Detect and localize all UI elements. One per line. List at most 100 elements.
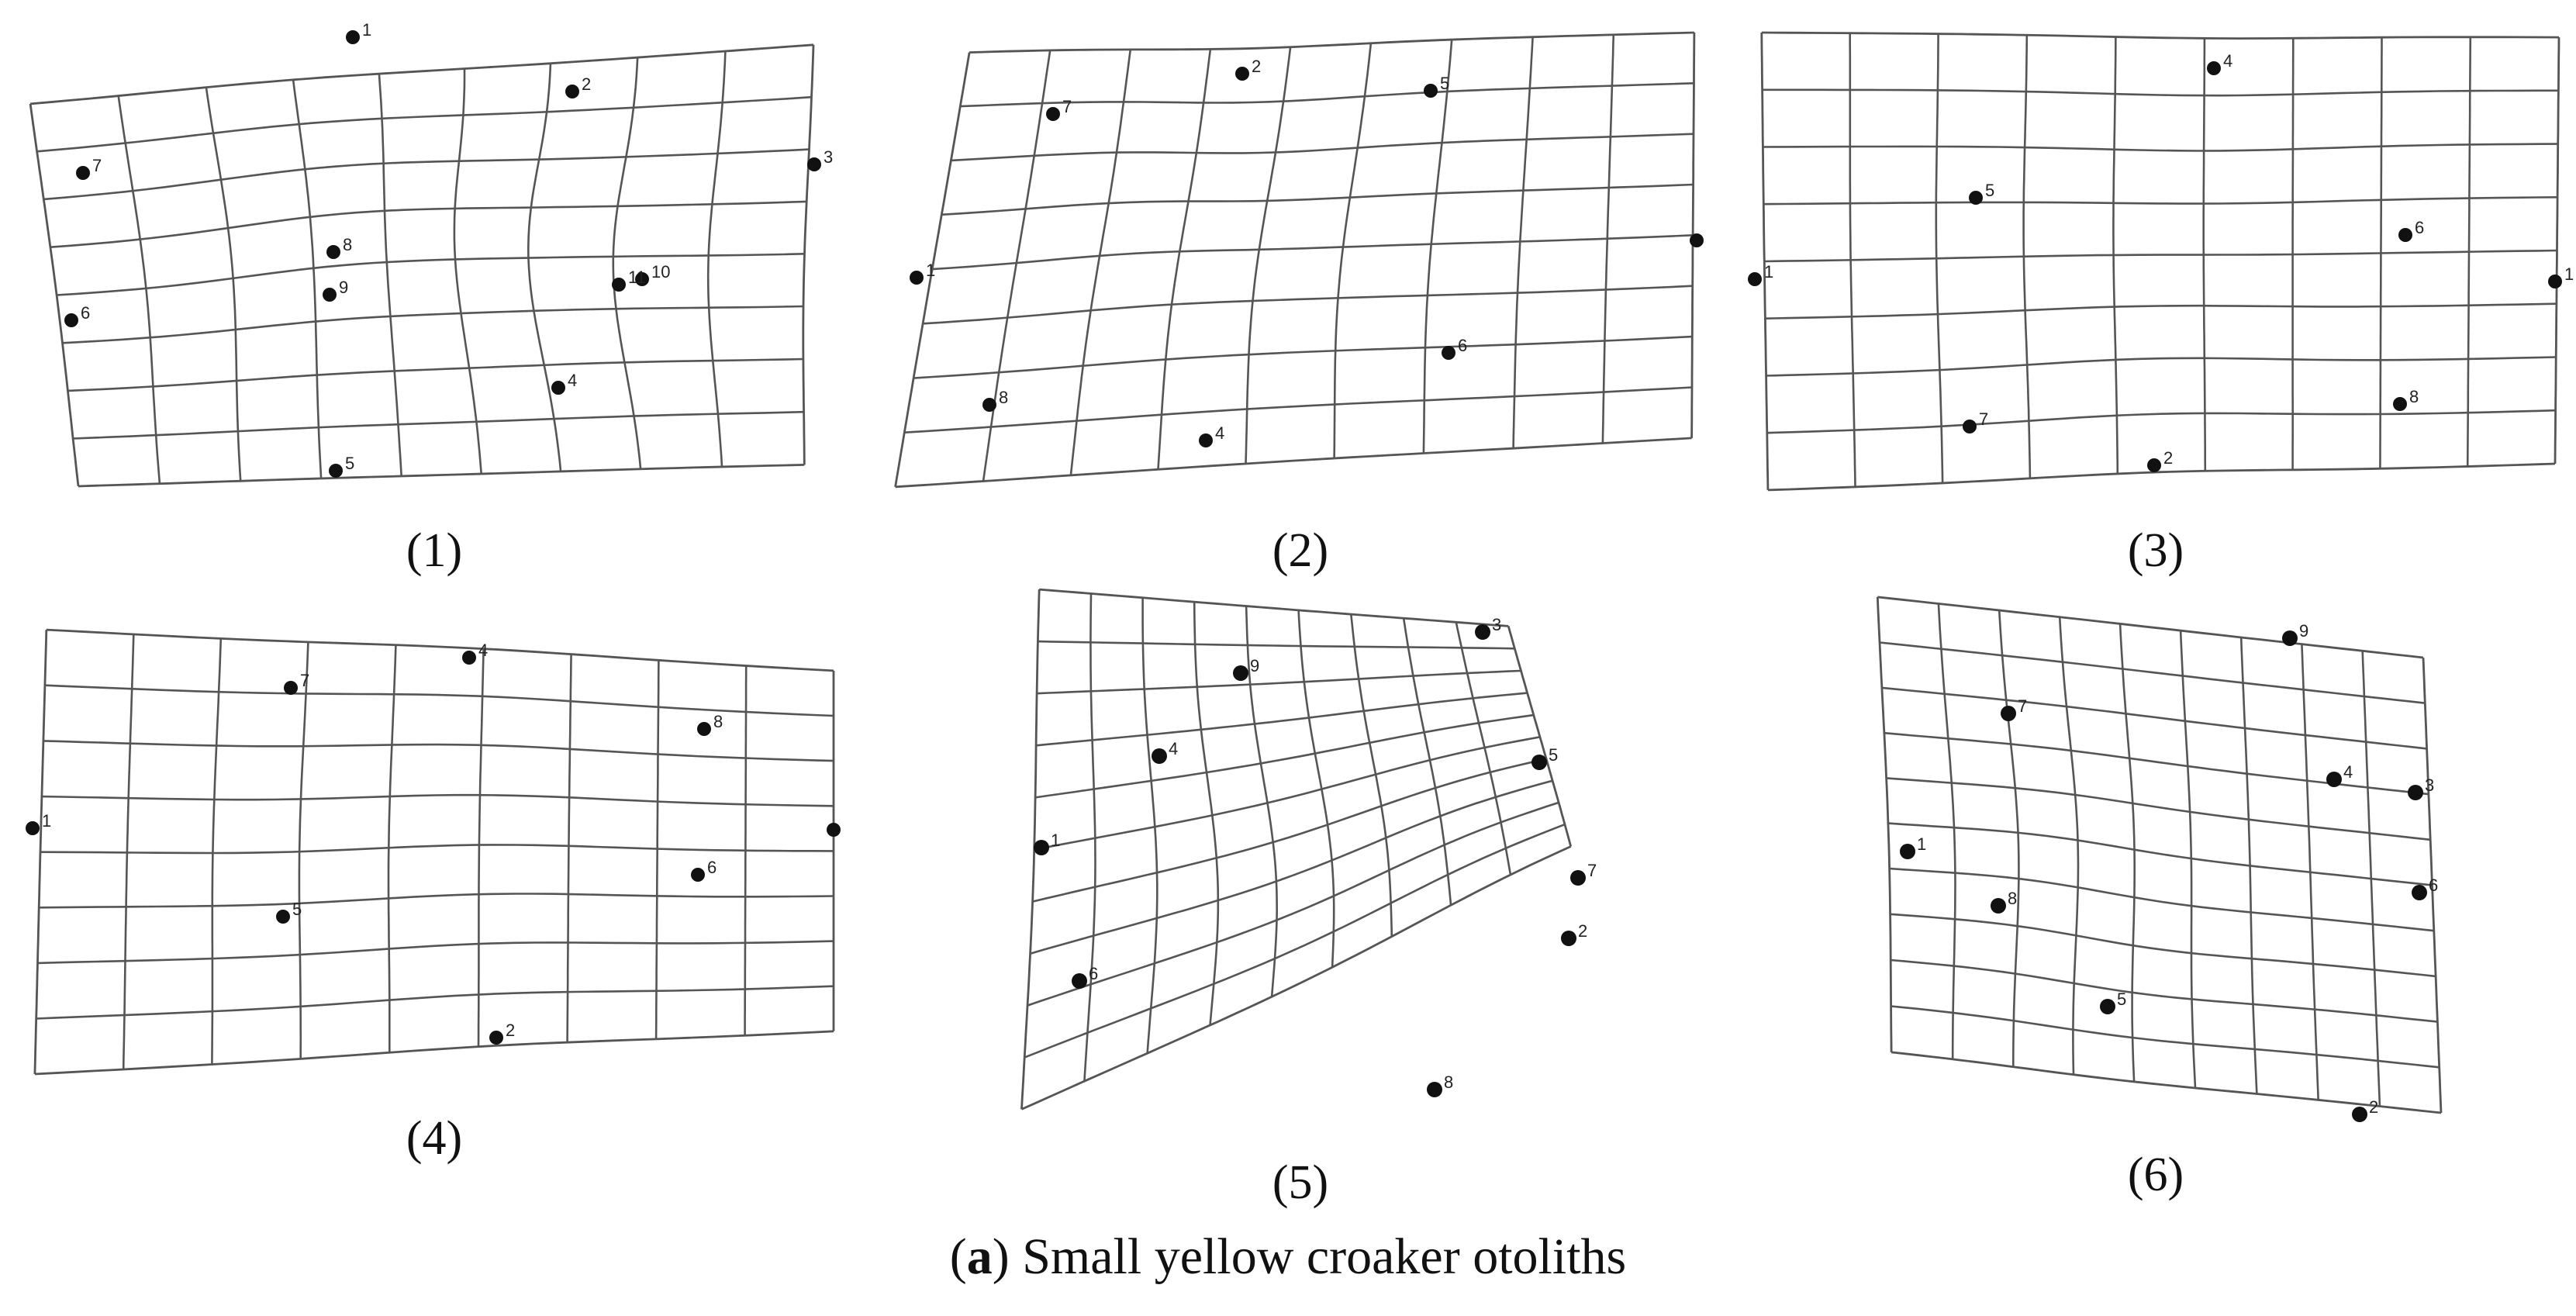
landmark-dot bbox=[2548, 275, 2562, 288]
grid-row-line bbox=[960, 82, 1694, 108]
grid-row-line bbox=[1887, 822, 2433, 886]
landmark-label: 7 bbox=[1979, 409, 1988, 429]
grid-column-line bbox=[1422, 39, 1453, 454]
landmark-dot bbox=[691, 868, 705, 882]
grid-column-line bbox=[29, 103, 80, 487]
landmark-dot bbox=[1561, 931, 1576, 946]
landmark-dot bbox=[2100, 999, 2115, 1014]
caption-suffix: ) Small yellow croaker otoliths bbox=[993, 1228, 1627, 1285]
grid-column-line bbox=[1760, 32, 1770, 490]
landmark-label: 6 bbox=[1089, 964, 1098, 983]
grid-row-line bbox=[1020, 845, 1572, 1110]
figure-caption: (a) Small yellow croaker otoliths bbox=[950, 1228, 1626, 1285]
landmark-label: 4 bbox=[2343, 762, 2353, 782]
landmark-label: 6 bbox=[81, 303, 90, 323]
grid-row-line bbox=[932, 234, 1694, 271]
landmark-dot bbox=[807, 157, 821, 171]
grid-column-line bbox=[1069, 49, 1132, 476]
panel-caption-6: (6) bbox=[2128, 1148, 2184, 1201]
landmark-dot bbox=[1475, 624, 1490, 640]
landmark-label: 6 bbox=[2429, 876, 2438, 895]
landmark-dot bbox=[2408, 785, 2423, 800]
grid-column-line bbox=[2112, 36, 2119, 474]
panel-caption-3: (3) bbox=[2128, 524, 2184, 577]
landmark-dot bbox=[1427, 1082, 1442, 1097]
grid-column-line bbox=[1512, 36, 1534, 449]
landmark-label: 2 bbox=[1578, 921, 1587, 941]
landmark-label: 3 bbox=[824, 147, 833, 167]
grid-row-line bbox=[1763, 143, 2558, 152]
grid-row-line bbox=[1032, 758, 1547, 903]
grid-column-line bbox=[1507, 626, 1573, 847]
landmark-dot bbox=[323, 288, 337, 302]
landmark-dot bbox=[346, 30, 360, 44]
landmark-label: 5 bbox=[1440, 74, 1449, 93]
landmark-label: 4 bbox=[478, 641, 488, 660]
landmark-dot bbox=[2207, 61, 2221, 75]
grid-row-line bbox=[904, 386, 1693, 433]
landmark-label: 7 bbox=[1062, 97, 1072, 116]
grid-column-line bbox=[706, 50, 727, 468]
grid-row-line bbox=[43, 148, 810, 201]
landmark-label: 5 bbox=[2117, 990, 2126, 1009]
grid-column-line bbox=[1333, 43, 1373, 459]
grid-row-line bbox=[1761, 31, 2560, 40]
grid-row-line bbox=[44, 684, 834, 717]
landmark-dot bbox=[76, 166, 90, 180]
landmark-dot bbox=[2412, 885, 2427, 900]
grid-row-line bbox=[62, 305, 804, 344]
grid-column-line bbox=[2466, 36, 2472, 467]
grid-column-line bbox=[1601, 34, 1615, 444]
grid-column-line bbox=[1157, 49, 1212, 470]
grid-row-line bbox=[1024, 823, 1566, 1059]
grid-row-line bbox=[1037, 669, 1521, 695]
landmark-dot bbox=[2326, 772, 2342, 787]
landmark-label: 9 bbox=[2299, 621, 2308, 641]
grid-column-line bbox=[292, 79, 323, 478]
landmark-label: 8 bbox=[343, 235, 352, 254]
landmark-label: 6 bbox=[707, 858, 717, 877]
grid-column-line bbox=[2379, 37, 2383, 469]
landmark-label: 9 bbox=[339, 278, 348, 297]
grid-row-line bbox=[1039, 588, 1509, 627]
grid-column-line bbox=[1350, 613, 1393, 937]
landmark-label: 1 bbox=[362, 20, 371, 40]
landmark-label: 11 bbox=[628, 268, 646, 287]
landmark-dot bbox=[2352, 1107, 2367, 1122]
grid-row-line bbox=[39, 893, 834, 909]
landmark-label: 10 bbox=[651, 262, 670, 282]
grid-row-line bbox=[40, 844, 834, 855]
landmark-label: 8 bbox=[2008, 889, 2017, 908]
landmark-label: 8 bbox=[713, 712, 723, 731]
grid-column-line bbox=[211, 638, 223, 1065]
grid-row-line bbox=[1881, 686, 2427, 750]
landmark-dot bbox=[1072, 973, 1087, 989]
landmark-label: 8 bbox=[999, 388, 1008, 407]
landmark-label: 1 bbox=[2564, 264, 2574, 284]
panel-caption-2: (2) bbox=[1272, 524, 1328, 577]
grid-column-line bbox=[566, 654, 572, 1043]
landmark-dot bbox=[462, 651, 476, 665]
grid-row-line bbox=[1762, 88, 2559, 97]
grid-column-line bbox=[477, 648, 485, 1047]
landmark-label: 1 bbox=[1917, 834, 1926, 854]
grid-row-line bbox=[1877, 596, 2424, 659]
grid-column-line bbox=[387, 644, 397, 1053]
grid-column-line bbox=[1245, 606, 1279, 997]
landmark-dot bbox=[612, 278, 626, 292]
grid-column-line bbox=[2422, 657, 2443, 1114]
landmark-label: 1 bbox=[42, 811, 51, 831]
grid-column-line bbox=[2202, 38, 2207, 471]
landmark-dot bbox=[2001, 706, 2016, 721]
grid-column-line bbox=[117, 95, 161, 484]
grid-row-line bbox=[57, 253, 805, 296]
landmark-label: 7 bbox=[2018, 696, 2027, 716]
landmark-dot bbox=[276, 910, 290, 924]
landmark-dot bbox=[635, 272, 649, 286]
landmark-label: 4 bbox=[1169, 739, 1178, 758]
caption-letter: a bbox=[967, 1228, 993, 1285]
grid-column-line bbox=[1141, 597, 1159, 1054]
